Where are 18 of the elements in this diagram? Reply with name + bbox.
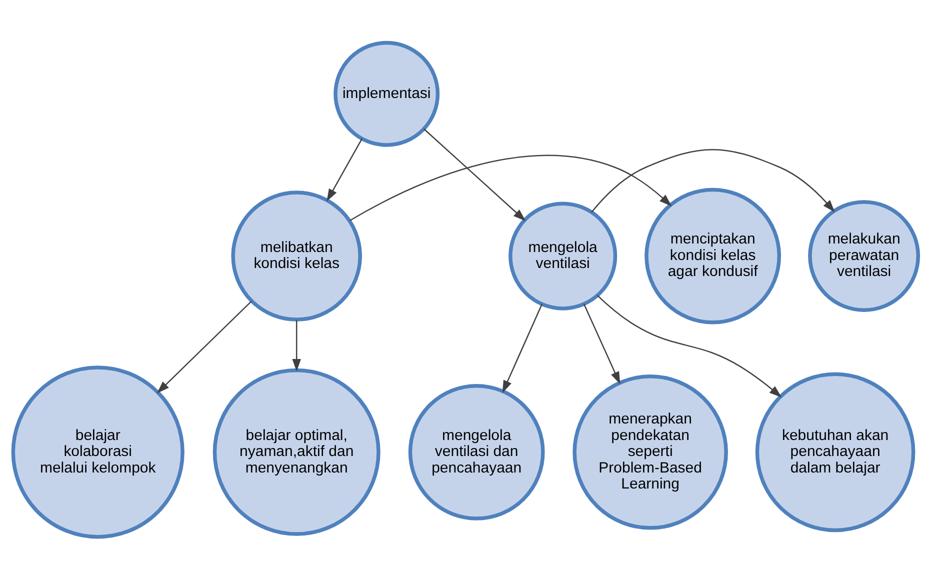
node-circle: menciptakan kondisi kelas agar kondusif xyxy=(644,188,782,324)
node-circle: belajar kolaborasi melalui kelompok xyxy=(11,366,184,539)
arrow xyxy=(292,320,301,372)
arrow xyxy=(583,304,620,384)
arrow xyxy=(156,300,252,394)
arrow xyxy=(326,138,363,202)
node-circle: belajar optimal, nyaman,aktif dan menyenangkan xyxy=(212,368,380,536)
node-circle: implementasi xyxy=(334,40,440,147)
node-circle: mengelola ventilasi dan pencahayaan xyxy=(408,384,545,520)
arrow xyxy=(502,304,543,393)
node-circle: kebutuhan akan pencahayaan dalam belajar xyxy=(755,372,916,532)
arrow xyxy=(424,128,526,222)
node-circle: menerapkan pendekatan seperti Problem-Based Learning xyxy=(572,374,728,530)
node-circle: melibatkan kondisi kelas xyxy=(231,190,362,322)
arrow xyxy=(596,295,782,398)
node-circle: mengelola ventilasi xyxy=(508,202,618,310)
arrow xyxy=(350,154,672,222)
arrow xyxy=(591,149,835,213)
